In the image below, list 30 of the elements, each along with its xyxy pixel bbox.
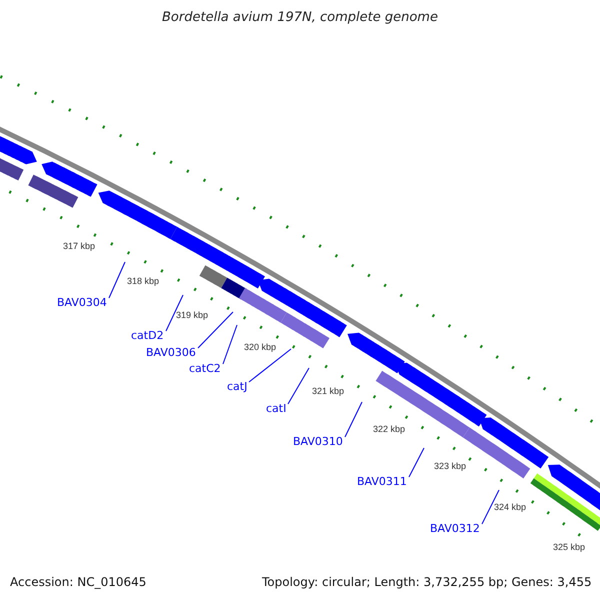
leader-line <box>344 402 362 438</box>
gene-label: BAV0306 <box>146 347 196 358</box>
leader-line <box>166 294 184 332</box>
accession-text: Accession: NC_010645 <box>10 576 146 588</box>
leader-line <box>248 348 292 382</box>
leader-line <box>288 368 310 404</box>
genome-info-text: Topology: circular; Length: 3,732,255 bp; Genes: 3,455 <box>262 576 592 588</box>
gene-label: BAV0311 <box>357 476 407 487</box>
scale-label: 319 kbp <box>176 311 208 320</box>
scale-label: 324 kbp <box>494 503 526 512</box>
gene-label: BAV0310 <box>293 436 343 447</box>
gene-label: catD2 <box>131 330 164 341</box>
gene-label: catI <box>266 403 286 414</box>
scale-label: 320 kbp <box>244 343 276 352</box>
scale-label: 317 kbp <box>63 242 96 251</box>
scale-label: 318 kbp <box>127 277 160 286</box>
leader-line <box>482 490 500 524</box>
scale-label: 323 kbp <box>434 462 466 471</box>
gene-label: BAV0312 <box>430 523 480 534</box>
scale-label: 322 kbp <box>373 425 406 434</box>
gene-label: BAV0304 <box>57 297 107 308</box>
diagram-title: Bordetella avium 197N, complete genome <box>161 11 439 24</box>
scale-label: 325 kbp <box>553 543 586 552</box>
leader-line <box>222 324 238 364</box>
gene-label: catC2 <box>189 363 221 374</box>
gene-label: catJ <box>227 381 248 392</box>
leader-line <box>408 448 424 478</box>
leader-line <box>108 262 126 298</box>
scale-label: 321 kbp <box>312 387 344 396</box>
leader-line <box>198 312 234 348</box>
